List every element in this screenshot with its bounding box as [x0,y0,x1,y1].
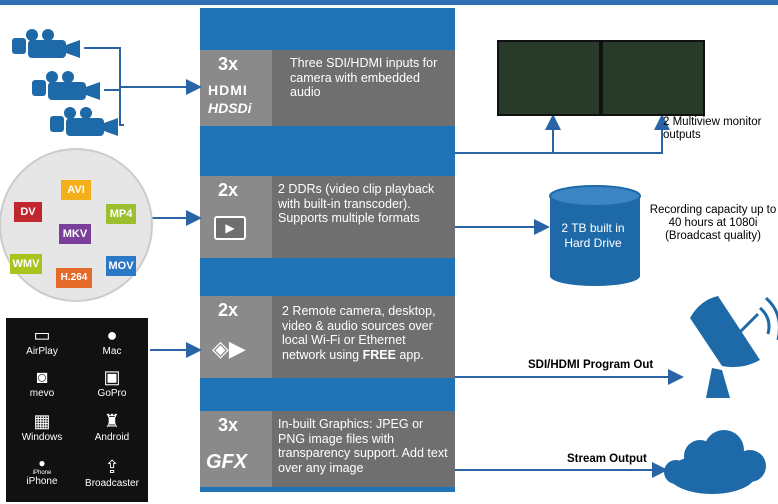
format-badge-avi: AVI [61,180,91,200]
multiview-monitor [497,40,601,116]
source-label: Broadcaster [85,478,139,489]
panel-count: 3x [218,54,239,74]
panel-description: 2 Remote camera, desktop, video & audio … [282,304,452,362]
multiview-label: 2 Multiview monitor outputs [663,116,762,141]
format-badge-mov: MOV [106,256,136,276]
gfx-icon-area: 3x GFX [200,411,272,487]
remote-icon-area: 2x ◈▶ [200,296,272,378]
panel-ddr: 2x ▶ 2 DDRs (video clip playback with bu… [200,176,455,258]
format-badge-wmv: WMV [10,254,42,274]
panel-description: Three SDI/HDMI inputs for camera with em… [290,56,438,99]
panel-count: 2x [218,300,239,320]
panel-sdi-inputs: 3x HDMI HDSDi Three SDI/HDMI inputs for … [200,50,455,126]
iphone-icon: ● [38,456,46,470]
format-badge-mkv: MKV [59,224,91,244]
video-camera-icon [50,107,118,136]
panel-count: 3x [218,415,239,435]
play-button-icon: ▶ [214,216,246,240]
apple-icon: ● [106,325,118,345]
format-badge-mp4: MP4 [106,204,136,224]
source-label: Mac [102,346,122,357]
source-label: Windows [21,432,63,443]
ddr-icon-area: 2x ▶ [200,176,272,258]
source-apps-grid: ▭AirPlay ●Mac ◙mevo ▣GoPro ▦Windows ♜And… [6,318,148,502]
remote-text-end: app. [395,347,424,362]
video-camera-icon [12,29,80,58]
source-airplay: ▭AirPlay [10,324,74,357]
windows-icon: ▦ [33,411,51,431]
multiview-monitor [601,40,705,116]
source-label: Android [94,432,130,443]
source-label: mevo [29,388,55,399]
hard-drive-icon [549,185,641,286]
panel-description: 2 DDRs (video clip playback with built-i… [278,182,435,225]
source-label: iPhone [26,476,58,487]
wifi-camera-icon: ◈▶ [212,336,246,361]
panel-remote-sources: 2x ◈▶ 2 Remote camera, desktop, video & … [200,296,455,378]
free-emphasis: FREE [362,347,396,362]
airplay-icon: ▭ [33,325,51,345]
hdsdi-logo-text: HDSDi [208,100,252,116]
gopro-icon: ▣ [103,367,121,387]
panel-count: 2x [218,180,239,200]
source-label: GoPro [97,388,127,399]
source-sublabel: iPhone [32,470,52,476]
hdmi-hdsdi-logo: 3x HDMI HDSDi [200,50,272,126]
format-badge-dv: DV [14,202,42,222]
gfx-logo-text: GFX [206,451,248,473]
source-label: AirPlay [26,346,58,357]
hard-drive-label: 2 TB built in Hard Drive [561,221,625,250]
remote-text-start: 2 Remote camera, desktop, video & audio … [282,304,436,362]
cloud-icon [664,430,766,494]
panel-description: In-built Graphics: JPEG or PNG image fil… [278,417,448,475]
panel-graphics: 3x GFX In-built Graphics: JPEG or PNG im… [200,411,455,487]
source-broadcaster: ⇪Broadcaster [80,456,144,489]
source-mevo: ◙mevo [10,366,74,399]
source-android: ♜Android [80,410,144,443]
video-camera-icon [32,71,100,100]
program-out-label: SDI/HDMI Program Out [528,359,654,371]
stream-output-label: Stream Output [567,453,647,465]
source-gopro: ▣GoPro [80,366,144,399]
satellite-dish-icon [690,296,778,398]
source-mac: ●Mac [80,324,144,357]
format-badge-h264: H.264 [56,268,92,288]
recording-capacity-label: Recording capacity up to 40 hours at 108… [649,204,777,242]
android-icon: ♜ [103,411,121,431]
top-bar [0,0,778,5]
source-windows: ▦Windows [10,410,74,443]
hdmi-logo-text: HDMI [208,82,248,98]
mevo-icon: ◙ [36,367,48,387]
broadcaster-icon: ⇪ [104,457,120,477]
